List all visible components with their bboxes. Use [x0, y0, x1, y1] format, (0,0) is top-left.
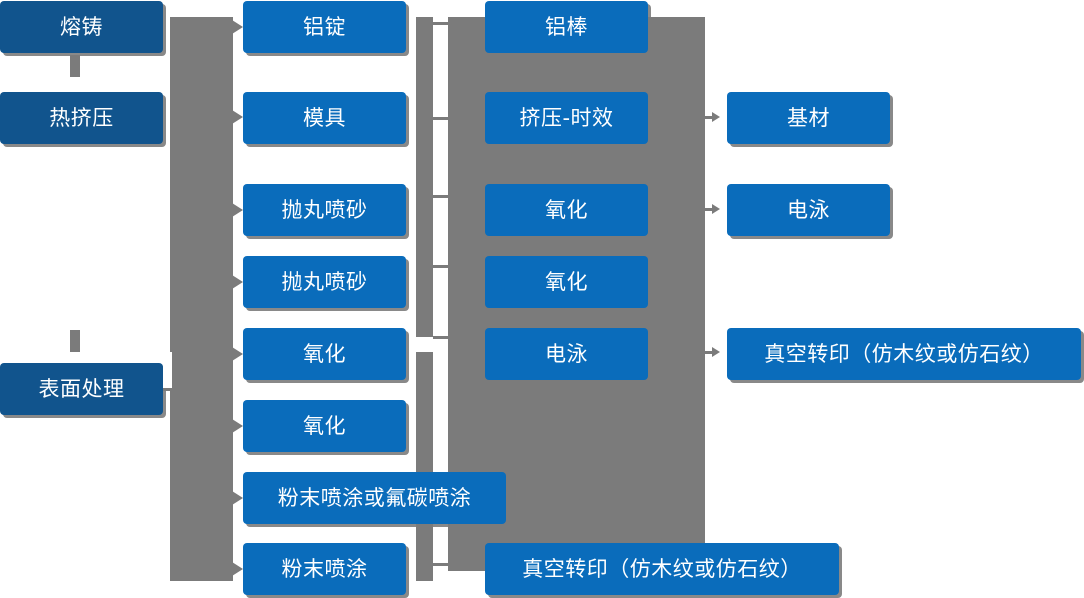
process-node-aluminum-bar[interactable]: 铝棒	[485, 1, 651, 56]
arrow-to-output-2	[712, 204, 720, 214]
process-node-label: 电泳	[545, 341, 588, 366]
input-node-powder-spray[interactable]: 粉末喷涂	[243, 543, 409, 598]
input-node-oxidation-1[interactable]: 氧化	[243, 328, 409, 383]
process-node-label: 挤压-时效	[519, 105, 614, 130]
process-node-electrophoresis[interactable]: 电泳	[485, 328, 651, 383]
connector-stage3-stub	[163, 388, 175, 391]
input-node-powder-or-fluorocarbon-spray[interactable]: 粉末喷涂或氟碳喷涂	[243, 472, 509, 527]
connector-inputs-spine-top	[416, 17, 433, 337]
arrow-to-input-6	[232, 419, 243, 433]
arrow-to-output-1	[712, 112, 720, 122]
arrow-stem-output-2	[705, 208, 716, 211]
arrow-stem-output-3	[705, 351, 716, 354]
output-node-electrophoresis[interactable]: 电泳	[727, 184, 893, 239]
input-node-label: 粉末喷涂	[281, 556, 368, 581]
arrow-stem-output-1	[705, 116, 716, 119]
input-node-label: 模具	[303, 105, 346, 130]
input-node-shot-blasting-1[interactable]: 抛丸喷砂	[243, 184, 409, 239]
input-node-label: 氧化	[303, 413, 346, 438]
input-node-shot-blasting-2[interactable]: 抛丸喷砂	[243, 256, 409, 311]
output-node-base-material[interactable]: 基材	[727, 92, 893, 147]
connector-stub-4	[433, 265, 453, 268]
connector-stub-6	[433, 563, 453, 566]
arrow-to-input-7	[232, 491, 243, 505]
input-node-label: 抛丸喷砂	[281, 269, 368, 294]
stage-node-melting[interactable]: 熔铸	[0, 1, 166, 56]
process-node-vacuum-transfer-print[interactable]: 真空转印（仿木纹或仿石纹）	[485, 543, 842, 598]
stage-node-hot-extrusion[interactable]: 热挤压	[0, 92, 166, 147]
output-node-label: 电泳	[787, 197, 830, 222]
connector-inputs-spine-bottom	[416, 352, 433, 581]
process-node-oxidation-1[interactable]: 氧化	[485, 184, 651, 239]
process-node-oxidation-2[interactable]: 氧化	[485, 256, 651, 311]
stage-node-label: 熔铸	[60, 14, 103, 39]
arrow-to-input-8	[232, 562, 243, 576]
process-node-label: 氧化	[545, 197, 588, 222]
connector-stage2-to-stage3	[70, 330, 80, 352]
input-node-label: 铝锭	[303, 14, 346, 39]
process-node-label: 氧化	[545, 269, 588, 294]
input-node-label: 抛丸喷砂	[281, 197, 368, 222]
process-node-label: 真空转印（仿木纹或仿石纹）	[522, 556, 802, 581]
connector-stub-2	[433, 117, 453, 120]
connector-stub-5	[433, 336, 453, 339]
stage-node-surface-treatment[interactable]: 表面处理	[0, 363, 166, 418]
input-node-oxidation-2[interactable]: 氧化	[243, 400, 409, 455]
input-node-label: 氧化	[303, 341, 346, 366]
connector-stub-3	[433, 195, 453, 198]
process-node-extrusion-aging[interactable]: 挤压-时效	[485, 92, 651, 147]
arrow-to-input-2	[232, 110, 243, 124]
process-node-label: 铝棒	[545, 14, 588, 39]
stage-node-label: 表面处理	[38, 376, 125, 401]
connector-notch	[163, 352, 172, 388]
input-node-aluminum-ingot[interactable]: 铝锭	[243, 1, 409, 56]
output-node-label: 基材	[787, 105, 830, 130]
input-node-label: 粉末喷涂或氟碳喷涂	[277, 485, 472, 510]
arrow-to-input-4	[232, 275, 243, 289]
arrow-to-input-5	[232, 347, 243, 361]
output-node-label: 真空转印（仿木纹或仿石纹）	[764, 341, 1044, 366]
stage-node-label: 热挤压	[49, 105, 114, 130]
connector-stage-to-inputs	[170, 17, 233, 581]
arrow-to-output-3	[712, 347, 720, 357]
arrow-to-input-1	[232, 20, 243, 34]
output-node-vacuum-transfer-print[interactable]: 真空转印（仿木纹或仿石纹）	[727, 328, 1084, 383]
input-node-mold[interactable]: 模具	[243, 92, 409, 147]
connector-stage1-to-stage2	[70, 55, 80, 77]
connector-stub-1	[433, 22, 453, 25]
arrow-to-input-3	[232, 203, 243, 217]
